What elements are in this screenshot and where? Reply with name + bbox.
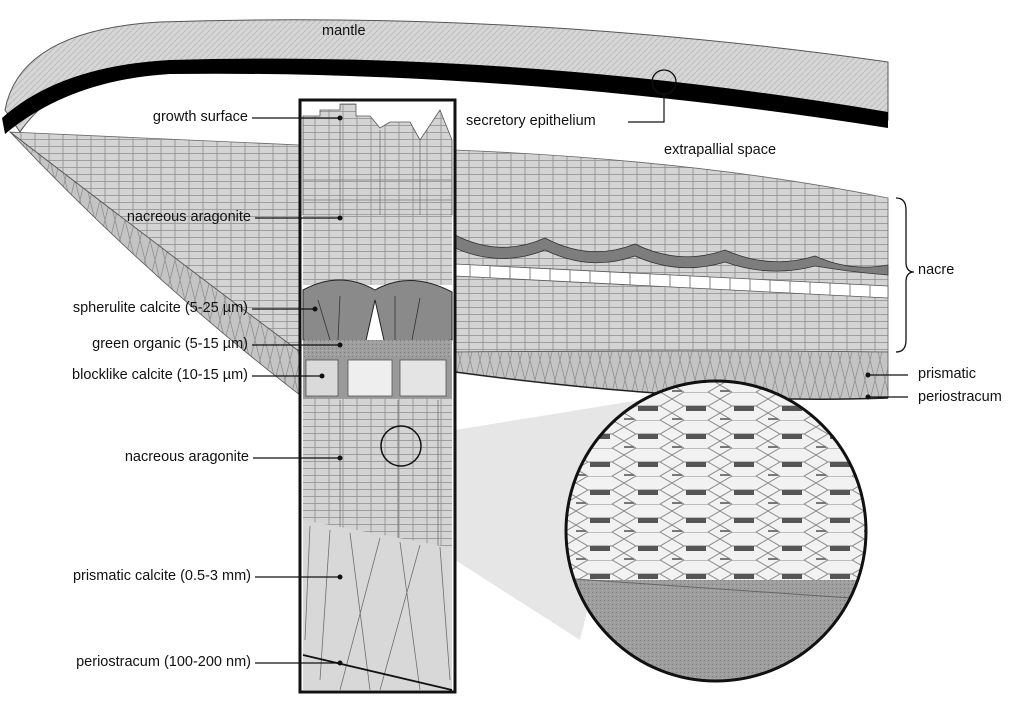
label-prismatic: prismatic [918, 366, 976, 383]
label-secretory-epithelium: secretory epithelium [466, 113, 596, 130]
label-blocklike-calcite: blocklike calcite (10-15 µm) [72, 367, 248, 384]
label-periostracum: periostracum [918, 389, 1002, 406]
nacre-bracket [896, 198, 914, 352]
label-spherulite-calcite: spherulite calcite (5-25 µm) [73, 300, 248, 317]
label-nacre: nacre [918, 262, 954, 279]
label-extrapallial-space: extrapallial space [664, 142, 776, 159]
epithelium-leader [628, 94, 664, 122]
label-prismatic-calcite: prismatic calcite (0.5-3 mm) [73, 568, 251, 585]
label-nacreous-aragonite-mid: nacreous aragonite [125, 449, 249, 466]
label-nacreous-aragonite-top: nacreous aragonite [127, 209, 251, 226]
label-mantle: mantle [322, 23, 366, 40]
label-periostracum-column: periostracum (100-200 nm) [76, 654, 251, 671]
column-green-organic [303, 340, 452, 358]
label-growth-surface: growth surface [153, 109, 248, 126]
label-green-organic: green organic (5-15 µm) [92, 336, 248, 353]
